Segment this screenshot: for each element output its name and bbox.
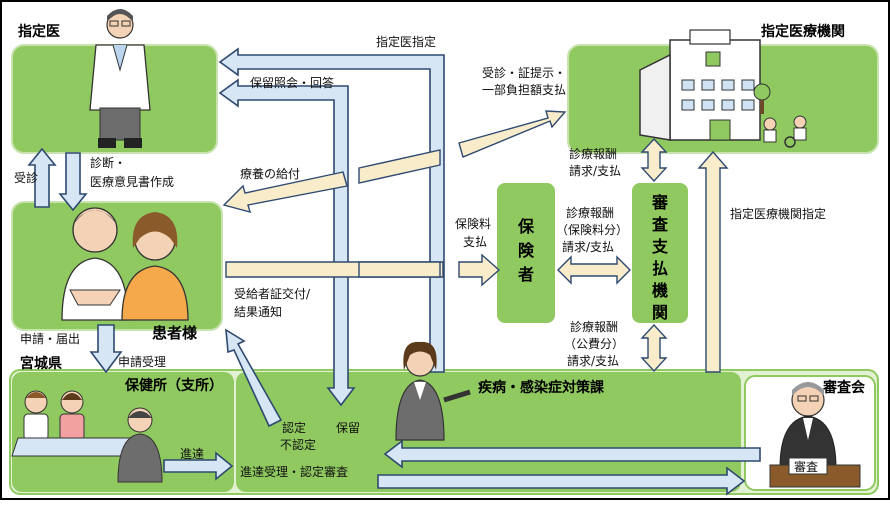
label-certificate-2: 結果通知: [234, 305, 282, 319]
title-miyagi: 宮城県: [20, 355, 62, 372]
label-fee-top-2: 請求/支払: [569, 164, 621, 178]
arrow-insurer-payer: [557, 255, 631, 285]
label-transmission-received: 進達受理・認定審査: [240, 464, 348, 479]
label-approved: 認定: [282, 420, 306, 435]
label-premium-1: 保険料: [455, 217, 491, 231]
title-patient: 患者様: [152, 324, 198, 342]
label-fee-top-1: 診療報酬: [569, 146, 617, 161]
payer-char-1: 審: [651, 193, 669, 212]
label-benefit: 療養の給付: [240, 166, 300, 181]
hokenjo-staff-icon: [11, 390, 163, 483]
label-diagnosis-1: 診断・: [90, 155, 126, 170]
doctor-icon: [89, 9, 151, 148]
label-transmission: 進達: [180, 447, 204, 461]
label-fee-mid-3: 請求/支払: [562, 240, 614, 254]
payer-char-3: 支: [651, 237, 669, 256]
patient-man-icon: [61, 207, 129, 321]
arrow-benefit-head: [222, 171, 348, 213]
payer-char-2: 査: [652, 215, 668, 234]
arrow-visit-head: [458, 110, 567, 158]
arrow-hospital-payer: [640, 137, 668, 183]
payer-char-5: 機: [652, 281, 668, 300]
label-diagnosis-2: 医療意見書作成: [90, 174, 174, 189]
label-visit-2: 一部負担額支払: [482, 82, 566, 97]
arrow-transmission: [163, 451, 234, 481]
label-fee-mid-1: 診療報酬: [566, 205, 614, 220]
insurer-char-1: 保: [517, 217, 535, 236]
label-application: 申請・届出: [20, 332, 80, 346]
label-on-hold: 保留: [336, 421, 360, 435]
title-designated-doctor: 指定医: [18, 23, 60, 40]
hospital-building-icon: [639, 29, 807, 148]
insurer-char-3: 者: [517, 265, 534, 284]
arrow-to-committee: [377, 466, 746, 496]
payer-box: [632, 183, 688, 323]
label-hold-inquiry: 保留照会・回答: [250, 75, 334, 90]
label-fee-low-3: 請求/支払: [567, 354, 619, 368]
arrow-certificate: [225, 328, 283, 428]
patient-woman-icon: [121, 212, 189, 321]
label-institution-designation: 指定医療機関指定: [730, 206, 826, 221]
label-doctor-designation: 指定医指定: [376, 34, 436, 49]
label-application-received: 申請受理: [118, 355, 166, 369]
title-hokenjo: 保健所（支所）: [124, 377, 223, 394]
arrow-consultation: [27, 147, 57, 208]
label-visit-1: 受診・証提示・: [482, 65, 566, 80]
label-certificate-1: 受給者証交付/: [234, 286, 311, 301]
title-division: 疾病・感染症対策課: [478, 379, 605, 396]
label-fee-mid-2: （保険料分）: [556, 223, 628, 237]
arrow-hospital-designation: [697, 150, 729, 373]
arrow-diagnosis: [58, 152, 88, 212]
label-premium-2: 支払: [463, 235, 487, 249]
title-designated-institution: 指定医療機関: [761, 23, 845, 40]
label-rejected: 不認定: [280, 437, 316, 452]
arrow-benefit-tail: [358, 149, 441, 184]
arrow-payer-division: [640, 323, 668, 373]
insurer-box: [497, 183, 555, 323]
division-box: [236, 372, 741, 492]
arrow-premium-mid: [358, 261, 441, 278]
label-fee-low-2: （公費分）: [564, 336, 624, 351]
label-fee-low-1: 診療報酬: [570, 319, 618, 334]
title-committee: 審査会: [822, 379, 866, 396]
payer-char-6: 関: [652, 303, 668, 322]
label-review: 審査: [794, 459, 818, 474]
arrow-hold-inquiry: [218, 78, 356, 407]
arrow-from-committee: [383, 439, 761, 469]
arrow-doctor-designation: [218, 47, 445, 373]
division-staff-icon: [395, 341, 471, 441]
payer-char-4: 払: [652, 259, 668, 278]
arrow-application: [89, 324, 123, 374]
label-consultation: 受診: [14, 170, 38, 185]
insurer-char-2: 険: [518, 241, 535, 260]
arrow-premium-head: [458, 253, 501, 287]
committee-judge-icon: [769, 382, 861, 488]
